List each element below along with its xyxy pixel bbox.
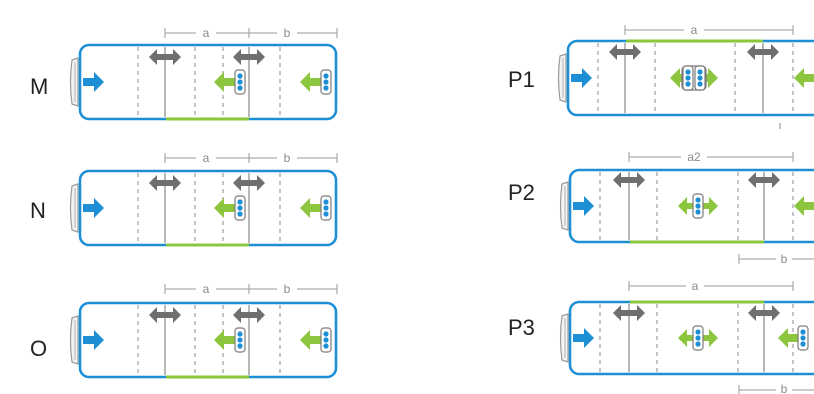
dim-b-label: b bbox=[781, 382, 788, 394]
windscreen-icon bbox=[69, 57, 79, 107]
windscreen-icon bbox=[69, 183, 79, 233]
dim-a-label: a bbox=[692, 279, 699, 293]
windscreen-icon bbox=[559, 181, 569, 231]
wheelchair-area-icon bbox=[320, 195, 332, 221]
diagram-p2: P2 a2 b bbox=[508, 150, 814, 266]
dim-a-label: a bbox=[203, 26, 210, 40]
diagram-o: O a b bbox=[30, 282, 338, 379]
wheelchair-area-icon bbox=[320, 69, 332, 95]
dim-a-label: a bbox=[203, 151, 210, 165]
wheelchair-area-icon bbox=[681, 65, 707, 91]
dim-b-label: b bbox=[284, 151, 291, 165]
wheelchair-area-icon bbox=[320, 327, 332, 353]
dim-a2-label: a2 bbox=[687, 150, 701, 164]
wheelchair-area-icon bbox=[692, 325, 704, 351]
diagram-p3: P3 a b bbox=[508, 279, 814, 394]
dim-b-label: b bbox=[284, 282, 291, 296]
diagram-label: P3 bbox=[508, 315, 535, 340]
dim-b-label: b bbox=[284, 26, 291, 40]
diagram-label: N bbox=[30, 198, 46, 223]
windscreen-icon bbox=[559, 313, 569, 363]
windscreen-icon bbox=[557, 53, 567, 103]
wheelchair-area-icon bbox=[234, 327, 246, 353]
wheelchair-area-icon bbox=[234, 195, 246, 221]
diagram-p1: P1 a bbox=[508, 23, 814, 129]
dim-a-label: a bbox=[203, 282, 210, 296]
diagram-label: O bbox=[30, 336, 47, 361]
wheelchair-area-icon bbox=[692, 193, 704, 219]
diagram-n: N a b bbox=[30, 151, 338, 247]
dim-a-label: a bbox=[691, 23, 698, 37]
diagram-label: M bbox=[30, 74, 48, 99]
diagram-label: P2 bbox=[508, 180, 535, 205]
windscreen-icon bbox=[69, 315, 79, 365]
wheelchair-area-icon bbox=[797, 325, 809, 351]
diagram-m: M a b bbox=[30, 26, 338, 121]
wheelchair-area-icon bbox=[234, 69, 246, 95]
diagram-label: P1 bbox=[508, 67, 535, 92]
dim-b-label: b bbox=[781, 252, 788, 266]
